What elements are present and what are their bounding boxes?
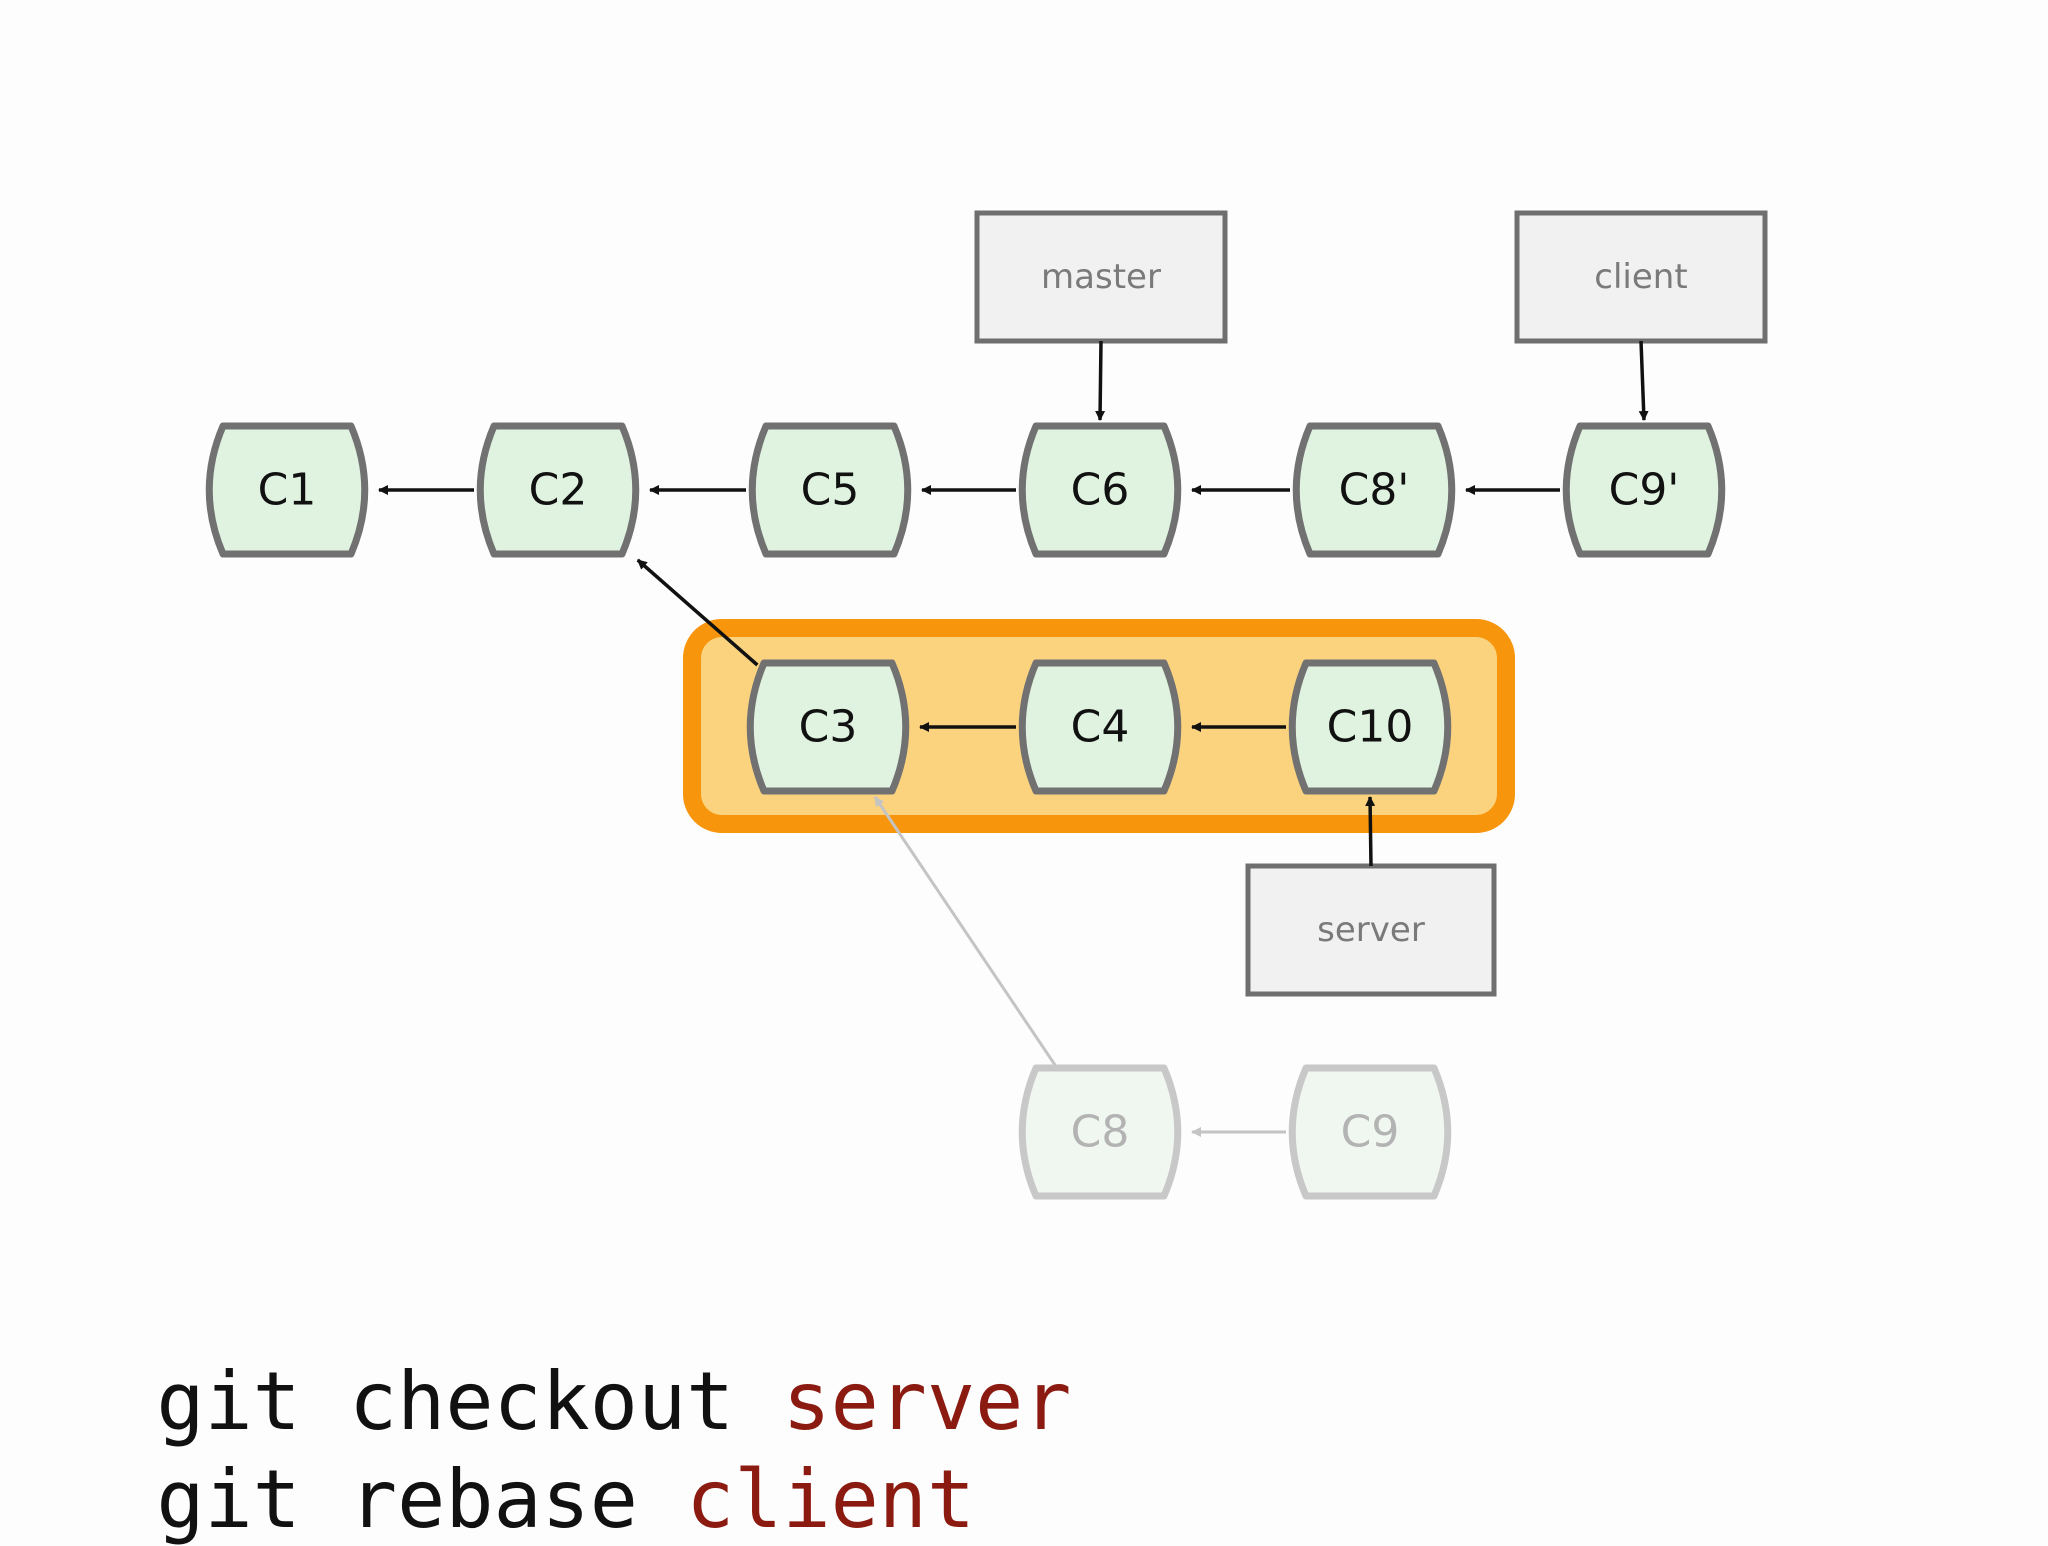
commit-c9-prime: C9'	[1562, 422, 1726, 558]
commit-label: C4	[1071, 702, 1130, 753]
command-text: git rebase	[156, 1453, 687, 1546]
command-line-2: git rebase client	[60, 1380, 975, 1540]
commit-node-shape	[205, 422, 369, 558]
command-argument: client	[686, 1453, 976, 1546]
commit-node-shape	[1292, 422, 1456, 558]
commit-node-shape	[476, 422, 640, 558]
branch-pointer-arrow	[1095, 340, 1106, 421]
commit-c2: C2	[476, 422, 640, 558]
branch-box	[1245, 863, 1497, 997]
commit-c1: C1	[205, 422, 369, 558]
command-line-1: git checkout server	[60, 1282, 1071, 1442]
branch-master: master	[974, 210, 1228, 421]
commit-label: C9	[1341, 1107, 1400, 1158]
commit-node-shape	[1288, 1064, 1452, 1200]
commit-label: C8	[1071, 1107, 1130, 1158]
branch-box	[1514, 210, 1768, 344]
commit-label: C2	[529, 465, 588, 516]
commit-node-shape	[746, 659, 910, 795]
commit-node-shape	[748, 422, 912, 558]
command-argument: server	[782, 1355, 1072, 1448]
commit-c4: C4	[1018, 659, 1182, 795]
branch-label: server	[1317, 910, 1425, 950]
branch-pointer-arrow	[1365, 796, 1376, 867]
branch-label: master	[1041, 257, 1161, 297]
branch-pointer-arrow	[1638, 340, 1649, 421]
commit-node-shape	[1018, 1064, 1182, 1200]
commit-label: C3	[799, 702, 858, 753]
commit-label: C8'	[1339, 465, 1410, 516]
commit-node-shape	[1018, 422, 1182, 558]
commit-label: C9'	[1609, 465, 1680, 516]
commit-node-shape	[1288, 659, 1452, 795]
command-text: git checkout	[156, 1355, 783, 1448]
commit-node-shape	[1562, 422, 1726, 558]
branch-server: server	[1245, 796, 1497, 997]
commit-label: C6	[1071, 465, 1130, 516]
parent-arrow-c3-to-c2	[636, 558, 759, 667]
branch-box	[974, 210, 1228, 344]
commit-c3: C3	[746, 659, 910, 795]
parent-arrow-c8-to-c3	[873, 796, 1060, 1071]
commit-c10: C10	[1288, 659, 1452, 795]
commit-c5: C5	[748, 422, 912, 558]
commit-label: C10	[1327, 702, 1414, 753]
branch-client: client	[1514, 210, 1768, 421]
commit-c8-prime: C8'	[1292, 422, 1456, 558]
commit-label: C5	[801, 465, 860, 516]
commit-c6: C6	[1018, 422, 1182, 558]
commit-label: C1	[258, 465, 317, 516]
commit-c8: C8	[1018, 1064, 1182, 1200]
commit-node-shape	[1018, 659, 1182, 795]
commit-c9: C9	[1288, 1064, 1452, 1200]
branch-label: client	[1594, 257, 1687, 297]
